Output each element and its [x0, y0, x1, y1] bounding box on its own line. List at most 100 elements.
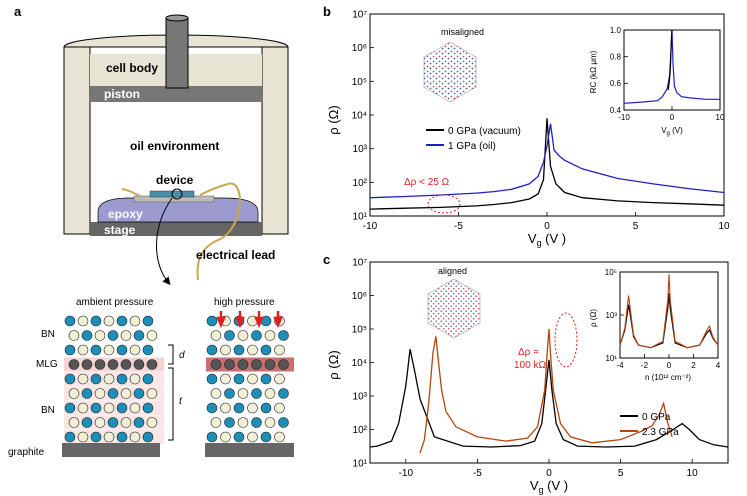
lattice-atom: [142, 315, 154, 327]
lattice-atom: [129, 315, 141, 327]
lattice-atom: [233, 373, 245, 385]
y-tick-label: 10¹: [605, 354, 617, 363]
inset-b-lines: [623, 29, 720, 104]
annotation-b-text: Δρ < 25 Ω: [404, 177, 450, 188]
series-line-0: [369, 349, 729, 448]
aligned-label: aligned: [438, 266, 467, 276]
x-tick-label: 10: [716, 113, 725, 122]
x-tick-label: 0: [544, 221, 550, 232]
inset-b-xlabel: Vg (V): [661, 126, 683, 137]
lattice-atom: [68, 417, 80, 428]
lattice-atom: [146, 359, 158, 370]
piston-label: piston: [104, 87, 140, 101]
lattice-atom: [260, 373, 272, 385]
lattice-atom: [116, 373, 128, 385]
series-line-1: [419, 328, 673, 454]
lattice-atom: [133, 359, 145, 370]
lattice-atom: [77, 344, 89, 356]
lattice-atom: [264, 359, 276, 370]
lattice-atom: [260, 402, 272, 414]
graphite-label: graphite: [8, 447, 45, 458]
lattice-atom: [210, 359, 222, 370]
oil-label: oil environment: [130, 139, 219, 153]
lattice-atom: [237, 417, 249, 428]
lattice-atom: [233, 402, 245, 414]
x-tick-label: -5: [454, 221, 463, 232]
lattice-atom: [64, 373, 76, 385]
y-tick-label: 10³: [353, 144, 368, 155]
pressure-arrows: [216, 311, 283, 329]
pressure-arrow: [254, 311, 264, 329]
lattice-atom: [278, 359, 289, 370]
lattice-atom: [64, 315, 76, 327]
lattice-atom: [107, 417, 119, 428]
lattice-atom: [210, 417, 222, 428]
lattice-atom: [142, 373, 154, 385]
plot-c-xlabel: Vg (V ): [530, 478, 568, 495]
x-tick-label: -10: [399, 468, 414, 479]
lattice-atom: [120, 388, 132, 399]
x-tick-label: 10: [718, 221, 730, 232]
lattice-atom: [206, 373, 218, 385]
legend-b-item-1: 1 GPa (oil): [448, 141, 496, 152]
y-tick-label: 1.0: [610, 26, 622, 35]
x-tick-label: -2: [641, 361, 649, 370]
lattice-atom: [103, 315, 115, 327]
inset-c-frame: [619, 271, 719, 359]
series-line-0: [619, 293, 719, 349]
graphite-ambient: [62, 443, 160, 457]
lattice-atom: [94, 388, 106, 399]
x-tick-label: -10: [618, 113, 630, 122]
x-tick-label: -5: [473, 468, 482, 479]
annotation-c-ellipse: [554, 312, 578, 368]
lattice-atom: [224, 359, 235, 370]
series-line-0: [369, 118, 725, 210]
lattice-atom: [94, 330, 106, 341]
lattice-atom: [233, 344, 245, 356]
lattice-atom: [220, 344, 231, 356]
x-tick-label: 0: [546, 468, 552, 479]
lattice-atom: [142, 344, 154, 356]
series-line-1: [619, 274, 719, 349]
y-tick-label: 10⁴: [352, 358, 367, 369]
lattice-atom: [77, 431, 89, 443]
panel-b-label: b: [323, 4, 331, 19]
y-tick-label: 10²: [353, 425, 368, 436]
lattice-atom: [103, 373, 115, 385]
legend-c-item-1: 2.3 GPa: [642, 427, 679, 438]
lattice-atom: [247, 344, 258, 356]
plot-b-ylabel: ρ (Ω): [326, 105, 341, 134]
lattice-atom: [81, 417, 93, 428]
y-tick-label: 10⁶: [352, 43, 367, 54]
lattice-atom: [77, 373, 89, 385]
d-label: d: [179, 350, 185, 361]
x-tick-label: 0: [670, 113, 675, 122]
lattice-atom: [90, 344, 102, 356]
panel-c-label: c: [323, 252, 330, 267]
lattice-atom: [103, 431, 115, 443]
lattice-atom: [133, 388, 145, 399]
graphite-high: [205, 443, 294, 457]
inset-b-ylabel: RC (kΩ μm): [589, 50, 598, 93]
lattice-atom: [220, 402, 231, 414]
lattice-atom: [251, 417, 262, 428]
lattice-atom: [81, 330, 93, 341]
lattice-atom: [247, 373, 258, 385]
lattice-atom: [237, 388, 249, 399]
x-tick-label: 2: [691, 361, 696, 370]
x-tick-label: 5: [633, 221, 639, 232]
lattice-atom: [107, 330, 119, 341]
y-tick-label: 10¹: [353, 212, 368, 223]
panel-a-label: a: [14, 4, 22, 19]
lattice-atom: [251, 330, 262, 341]
lattice-atom: [278, 417, 289, 428]
legend-c: 0 GPa 2.3 GPa: [620, 412, 679, 438]
lattice-atom: [210, 330, 222, 341]
y-tick-label: 0.6: [610, 79, 622, 88]
lattice-atom: [129, 344, 141, 356]
lattice-atom: [233, 431, 245, 443]
y-tick-label: 10⁵: [352, 325, 367, 336]
lattice-atom: [116, 431, 128, 443]
annotation-b-ellipse: [427, 194, 461, 214]
